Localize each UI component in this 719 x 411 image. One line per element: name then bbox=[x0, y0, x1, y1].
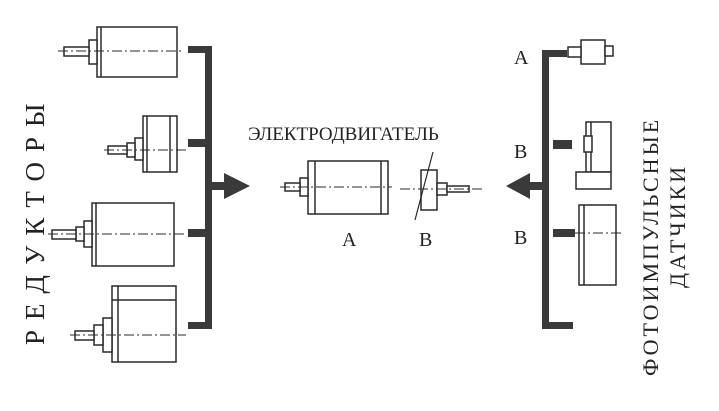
motor-label: ЭЛЕКТРОДВИГАТЕЛЬ bbox=[248, 124, 439, 145]
motor-b-label: В bbox=[419, 229, 432, 251]
motor-a bbox=[280, 160, 392, 215]
sensor-b2 bbox=[575, 204, 624, 286]
sensor-b2-label: В bbox=[514, 227, 527, 249]
sensor-a bbox=[567, 39, 614, 65]
reducer-4 bbox=[70, 285, 186, 363]
reducer-3 bbox=[48, 202, 186, 267]
reducer-2 bbox=[104, 115, 186, 173]
reducers-label: РЕДУКТОРЫ bbox=[20, 93, 50, 345]
reducer-1 bbox=[58, 26, 182, 78]
motor-b bbox=[400, 151, 484, 221]
sensor-b1-label: В bbox=[514, 141, 527, 163]
photo-pulse-label: ФОТОИМПУЛЬСНЫЕ bbox=[638, 117, 663, 376]
sensor-b1 bbox=[575, 121, 612, 190]
sensors-label: ДАТЧИКИ bbox=[665, 164, 690, 288]
reducers-bus bbox=[188, 46, 250, 329]
sensor-a-label: А bbox=[514, 47, 529, 69]
motor-a-label: А bbox=[342, 229, 357, 251]
sensors-bus bbox=[506, 50, 575, 329]
